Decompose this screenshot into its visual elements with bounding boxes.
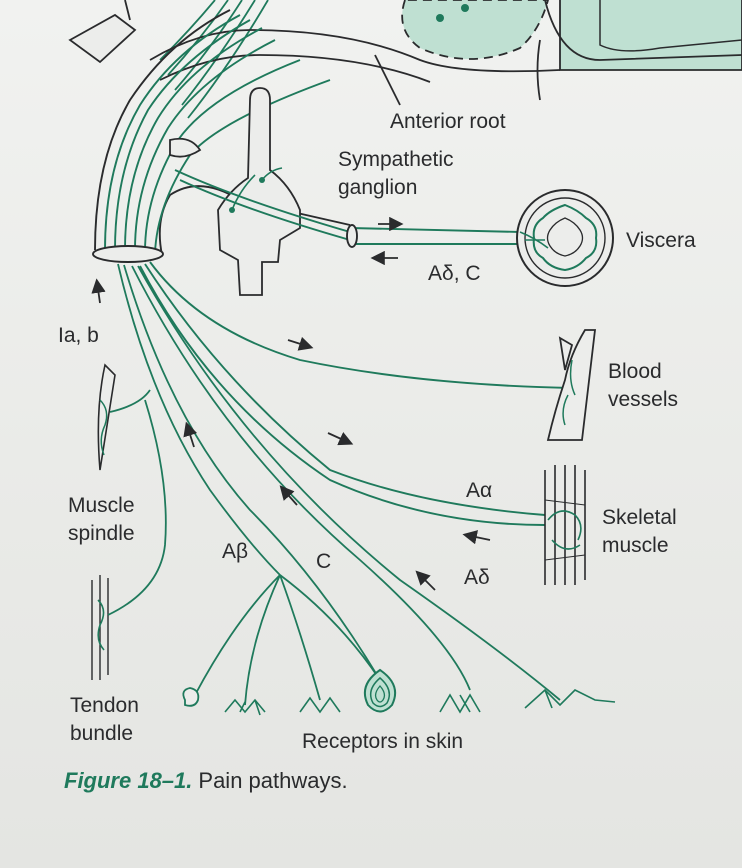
skeletal-muscle-icon (544, 465, 586, 585)
label-muscle-spindle-line2: spindle (68, 522, 135, 545)
label-a-beta: Aβ (222, 540, 249, 563)
blood-vessels-icon (546, 329, 597, 441)
spinal-cord (401, 0, 742, 101)
visceral-nerve (174, 169, 521, 248)
label-skeletal-muscle-line1: Skeletal (602, 506, 677, 529)
label-viscera: Viscera (626, 229, 696, 252)
tendon-bundle-icon (91, 399, 167, 680)
label-receptors-in-skin: Receptors in skin (302, 730, 464, 753)
figure-title: Pain pathways. (198, 768, 348, 793)
direction-arrows (91, 216, 491, 591)
skin-afferents (117, 263, 561, 706)
blood-vessel-nerve (149, 261, 573, 389)
figure-number: Figure 18–1. (64, 768, 193, 793)
label-anterior-root: Anterior root (390, 110, 506, 133)
label-sympathetic-ganglion-line1: Sympathetic (338, 148, 454, 171)
label-c: C (316, 550, 332, 573)
label-sympathetic-ganglion-line2: ganglion (338, 176, 418, 199)
muscle-spindle-icon (97, 363, 151, 471)
label-a-alpha: Aα (466, 479, 493, 502)
label-blood-vessels-line2: vessels (608, 388, 679, 411)
label-muscle-spindle-line1: Muscle (68, 494, 135, 517)
label-tendon-bundle-line1: Tendon (70, 694, 139, 717)
skeletal-muscle-nerves (139, 263, 546, 526)
sympathetic-ganglion (169, 87, 301, 296)
viscera-icon (516, 189, 614, 287)
label-blood-vessels-line1: Blood (608, 360, 662, 383)
label-a-delta: Aδ (464, 566, 490, 589)
dorsal-roots (159, 0, 269, 119)
label-skeletal-muscle-line2: muscle (602, 534, 669, 557)
label-a-delta-c: Aδ, C (428, 262, 481, 285)
skin-receptors (182, 668, 616, 716)
label-ia-b: Ia, b (58, 324, 99, 347)
label-tendon-bundle-line2: bundle (70, 722, 134, 745)
figure-caption: Figure 18–1.Pain pathways. (64, 768, 348, 794)
